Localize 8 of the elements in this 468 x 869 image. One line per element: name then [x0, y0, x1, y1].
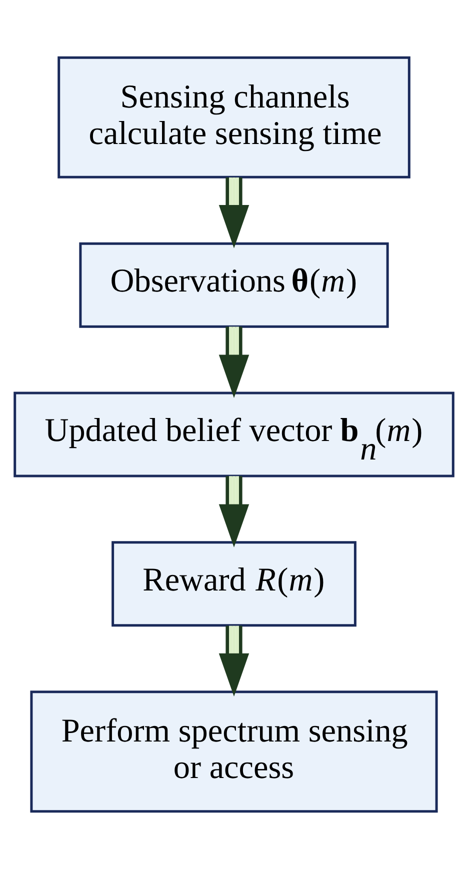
arrow [218, 177, 250, 248]
node-box: Sensing channels calculate sensing time [58, 56, 410, 178]
arrow [218, 626, 250, 697]
arrow [218, 326, 250, 398]
node-box: Observations θ(m) [79, 242, 389, 328]
node-box: Perform spectrum sensing or access [30, 690, 438, 813]
arrow [218, 476, 250, 548]
node-box: Reward R(m) [112, 541, 356, 627]
